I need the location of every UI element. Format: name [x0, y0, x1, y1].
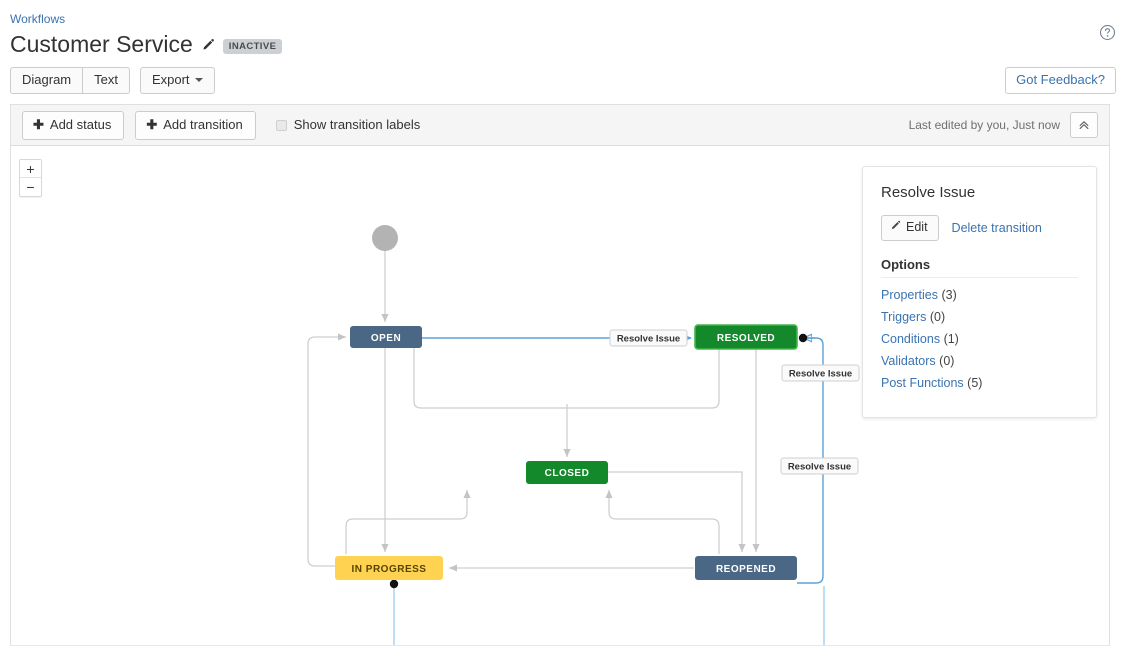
toolbar-right: Last edited by you, Just now: [909, 112, 1109, 138]
collapse-toolbar-button[interactable]: [1070, 112, 1098, 138]
node-open[interactable]: OPEN: [350, 326, 422, 348]
panel-actions: Edit Delete transition: [881, 215, 1078, 241]
export-button[interactable]: Export: [139, 67, 215, 94]
zoom-in-button[interactable]: +: [20, 160, 41, 178]
option-conditions: Conditions (1): [881, 331, 1078, 347]
add-status-button[interactable]: ✚ Add status: [22, 110, 125, 140]
edge-open-closed-feeder[interactable]: [413, 348, 720, 409]
edge-closed-reopened[interactable]: [608, 471, 746, 552]
workflow-diagram[interactable]: OPEN RESOLVED CLOSED IN PROGRESS REOPENE…: [11, 146, 1110, 646]
endpoint-dot-resolved[interactable]: [798, 333, 808, 343]
tab-diagram[interactable]: Diagram: [10, 67, 84, 94]
add-status-label: Add status: [49, 116, 112, 132]
node-open-label: OPEN: [371, 333, 401, 344]
transition-details-panel: Resolve Issue Edit Delete transition Opt…: [862, 166, 1097, 418]
add-transition-label: Add transition: [163, 116, 243, 132]
option-validators-count: (0): [939, 354, 955, 368]
option-properties-count: (3): [941, 288, 957, 302]
option-properties-link[interactable]: Properties: [881, 288, 938, 302]
zoom-out-button[interactable]: −: [26, 179, 35, 195]
transition-label-2-text: Resolve Issue: [789, 369, 852, 380]
last-edited-text: Last edited by you, Just now: [908, 118, 1060, 132]
option-triggers-link[interactable]: Triggers: [881, 310, 927, 324]
option-conditions-count: (1): [943, 332, 959, 346]
node-resolved-label: RESOLVED: [717, 333, 775, 344]
node-reopened-label: REOPENED: [716, 564, 776, 575]
got-feedback-button[interactable]: Got Feedback?: [1005, 67, 1116, 94]
editor-toolbar: ✚ Add status ✚ Add transition Show trans…: [10, 104, 1110, 146]
transition-label-3[interactable]: Resolve Issue: [780, 457, 859, 475]
endpoint-dot-inprogress[interactable]: [389, 579, 399, 589]
option-post-functions-count: (5): [967, 376, 983, 390]
option-post-functions-link[interactable]: Post Functions: [881, 376, 964, 390]
node-closed[interactable]: CLOSED: [526, 461, 608, 484]
option-validators: Validators (0): [881, 353, 1078, 369]
edit-transition-button[interactable]: Edit: [881, 215, 939, 241]
help-icon[interactable]: [1099, 24, 1116, 41]
option-post-functions: Post Functions (5): [881, 375, 1078, 391]
option-validators-link[interactable]: Validators: [881, 354, 936, 368]
transition-label-2[interactable]: Resolve Issue: [781, 364, 860, 382]
plus-icon: ✚: [33, 116, 44, 132]
tab-text[interactable]: Text: [83, 67, 130, 94]
edges-highlighted-faded: [393, 584, 825, 646]
zoom-controls: + −: [19, 159, 42, 197]
transition-label-1-text: Resolve Issue: [617, 334, 680, 345]
edge-inprogress-open[interactable]: [307, 333, 346, 567]
transition-label-1[interactable]: Resolve Issue: [609, 329, 688, 347]
show-transition-labels-toggle[interactable]: Show transition labels: [275, 117, 421, 133]
option-conditions-link[interactable]: Conditions: [881, 332, 941, 346]
transition-label-3-text: Resolve Issue: [788, 462, 851, 473]
page-title: Customer Service: [10, 31, 193, 57]
edges-highlighted: [422, 338, 824, 584]
view-mode-bar: Diagram Text Export: [10, 67, 215, 94]
options-header: Options: [881, 257, 1078, 278]
breadcrumb-workflows[interactable]: Workflows: [10, 12, 66, 26]
option-properties: Properties (3): [881, 287, 1078, 303]
pencil-icon: [890, 220, 901, 235]
panel-title: Resolve Issue: [881, 184, 976, 201]
start-node[interactable]: [372, 225, 398, 251]
export-label: Export: [151, 72, 190, 87]
status-badge: INACTIVE: [222, 38, 283, 54]
node-inprogress[interactable]: IN PROGRESS: [335, 556, 443, 580]
delete-transition-link[interactable]: Delete transition: [951, 221, 1042, 235]
node-resolved[interactable]: RESOLVED: [694, 324, 798, 350]
edges-default: [307, 251, 760, 572]
edge-inprogress-resolve-loop[interactable]: [393, 584, 825, 646]
add-transition-button[interactable]: ✚ Add transition: [135, 110, 256, 140]
edge-inprogress-closed[interactable]: [345, 490, 471, 554]
node-reopened[interactable]: REOPENED: [695, 556, 797, 580]
chevron-down-icon: [194, 77, 203, 82]
node-inprogress-label: IN PROGRESS: [352, 564, 427, 575]
node-closed-label: CLOSED: [545, 468, 590, 479]
title-row: Customer Service INACTIVE: [10, 30, 283, 58]
view-tabs: Diagram Text: [10, 67, 130, 94]
pencil-icon[interactable]: [201, 38, 215, 52]
edge-reopened-closed[interactable]: [605, 490, 720, 554]
show-transition-labels-label: Show transition labels: [293, 117, 421, 132]
plus-icon: ✚: [146, 116, 158, 132]
option-triggers-count: (0): [929, 310, 946, 324]
option-triggers: Triggers (0): [881, 309, 1078, 325]
checkbox-icon[interactable]: [275, 119, 287, 131]
edit-transition-label: Edit: [906, 220, 928, 234]
